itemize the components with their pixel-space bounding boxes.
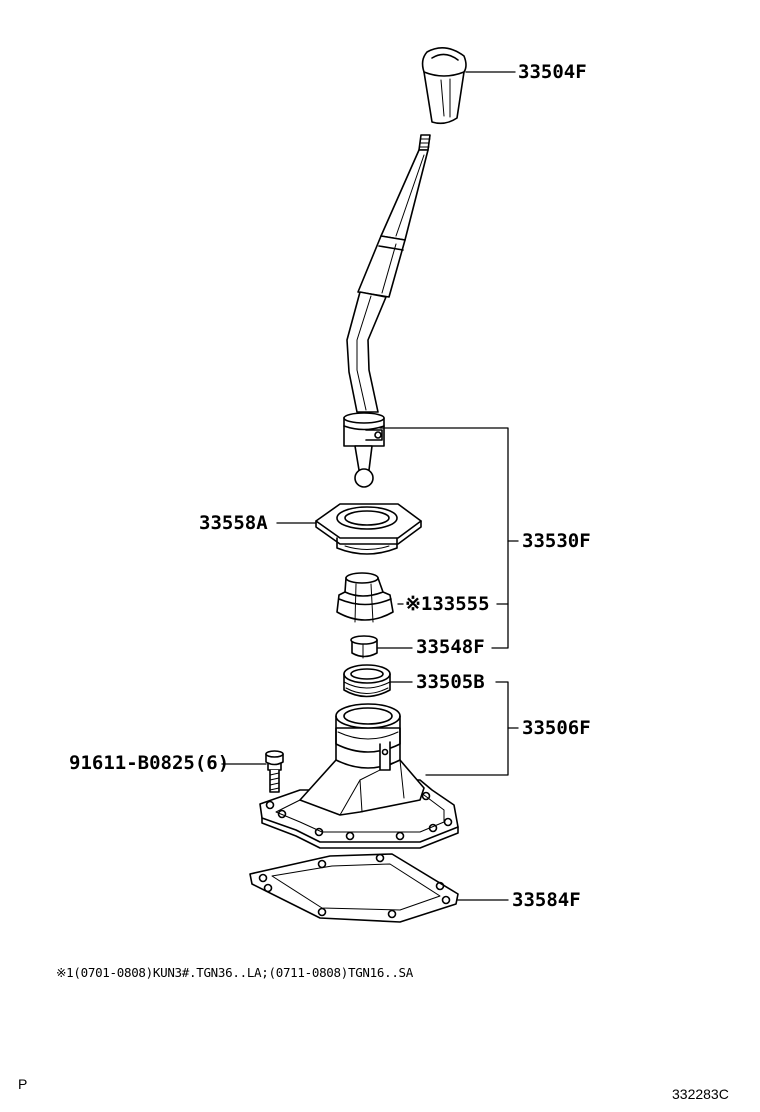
footnote: ※1(0701-0808)KUN3#.TGN36..LA;(0711-0808)… [56,965,414,980]
shift-housing [259,703,459,849]
leader-lines [221,71,519,901]
part-label-bolt[interactable]: 91611-B0825(6) [69,752,230,774]
shift-lever [343,134,431,488]
bushing [350,635,378,659]
gasket [249,853,459,923]
bolt [265,750,284,793]
boot [336,572,394,623]
part-label-knob[interactable]: 33504F [518,61,587,83]
part-label-bushing[interactable]: 33548F [416,636,485,658]
part-label-retainer[interactable]: 33558A [199,512,268,534]
retainer-plate [315,503,422,555]
shift-knob [421,47,467,125]
seat-ring [343,664,391,698]
diagram-id: 332283C [672,1086,729,1102]
part-label-lever-assy[interactable]: 33530F [522,530,591,552]
part-label-housing-assy[interactable]: 33506F [522,717,591,739]
part-label-boot[interactable]: ※133555 [405,593,490,615]
part-label-seat[interactable]: 33505B [416,671,485,693]
part-label-gasket[interactable]: 33584F [512,889,581,911]
corner-mark: P [18,1076,28,1092]
